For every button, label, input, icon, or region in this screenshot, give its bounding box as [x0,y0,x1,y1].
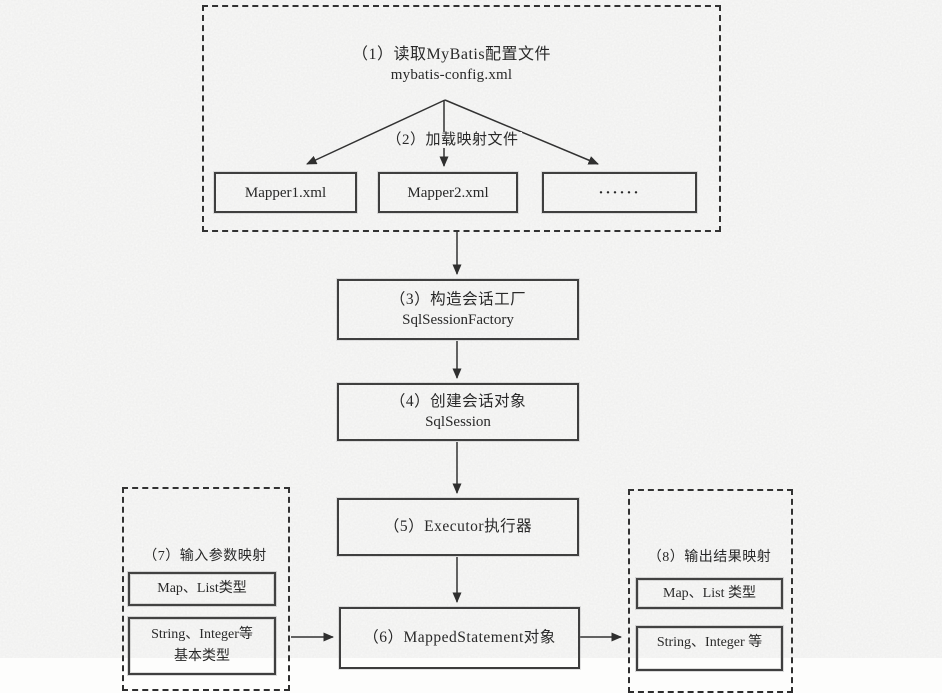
step5-label: （5）Executor执行器 [383,518,533,535]
output-types-box2: String、Integer 等 [636,626,783,671]
step3-line1: （3）构造会话工厂 [389,290,527,308]
output-panel-title: （8）输出结果映射 [647,550,772,565]
step5-box: （5）Executor执行器 [337,498,579,556]
step4-line2: SqlSession [425,414,491,430]
step1-label: （1）读取MyBatis配置文件 mybatis-config.xml [204,44,699,86]
step3-line2: SqlSessionFactory [402,311,514,328]
mapper2-label: Mapper2.xml [407,184,489,201]
step2-text: （2）加载映射文件 [383,132,522,148]
step4-line1: （4）创建会话对象 [389,393,527,410]
mapper2-box: Mapper2.xml [378,172,518,213]
step1-line2: mybatis-config.xml [390,67,513,83]
step2-label: （2）加载映射文件 [204,130,701,151]
input-types-box1: Map、List类型 [128,572,276,606]
output-types-box1-label: Map、List 类型 [663,586,756,601]
input-types-box1-label: Map、List类型 [157,581,247,596]
step3-box: （3）构造会话工厂 SqlSessionFactory [337,279,579,340]
output-types-box2-label: String、Integer 等 [656,635,763,650]
output-types-box1: Map、List 类型 [636,578,783,609]
input-types-box2-line2: 基本类型 [174,649,230,664]
step6-label: （6）MappedStatement对象 [363,629,556,646]
input-types-box2-line1: String、Integer等 [151,627,253,642]
mapper-more-label: ······ [598,184,641,201]
mapper1-box: Mapper1.xml [214,172,357,213]
step1-line1: （1）读取MyBatis配置文件 [351,46,552,63]
mapper-more-box: ······ [542,172,697,213]
mapper1-label: Mapper1.xml [244,184,327,201]
step6-box: （6）MappedStatement对象 [339,607,580,669]
step4-box: （4）创建会话对象 SqlSession [337,383,579,441]
input-types-box2: String、Integer等 基本类型 [128,617,276,675]
input-panel-title: （7）输入参数映射 [143,549,267,564]
